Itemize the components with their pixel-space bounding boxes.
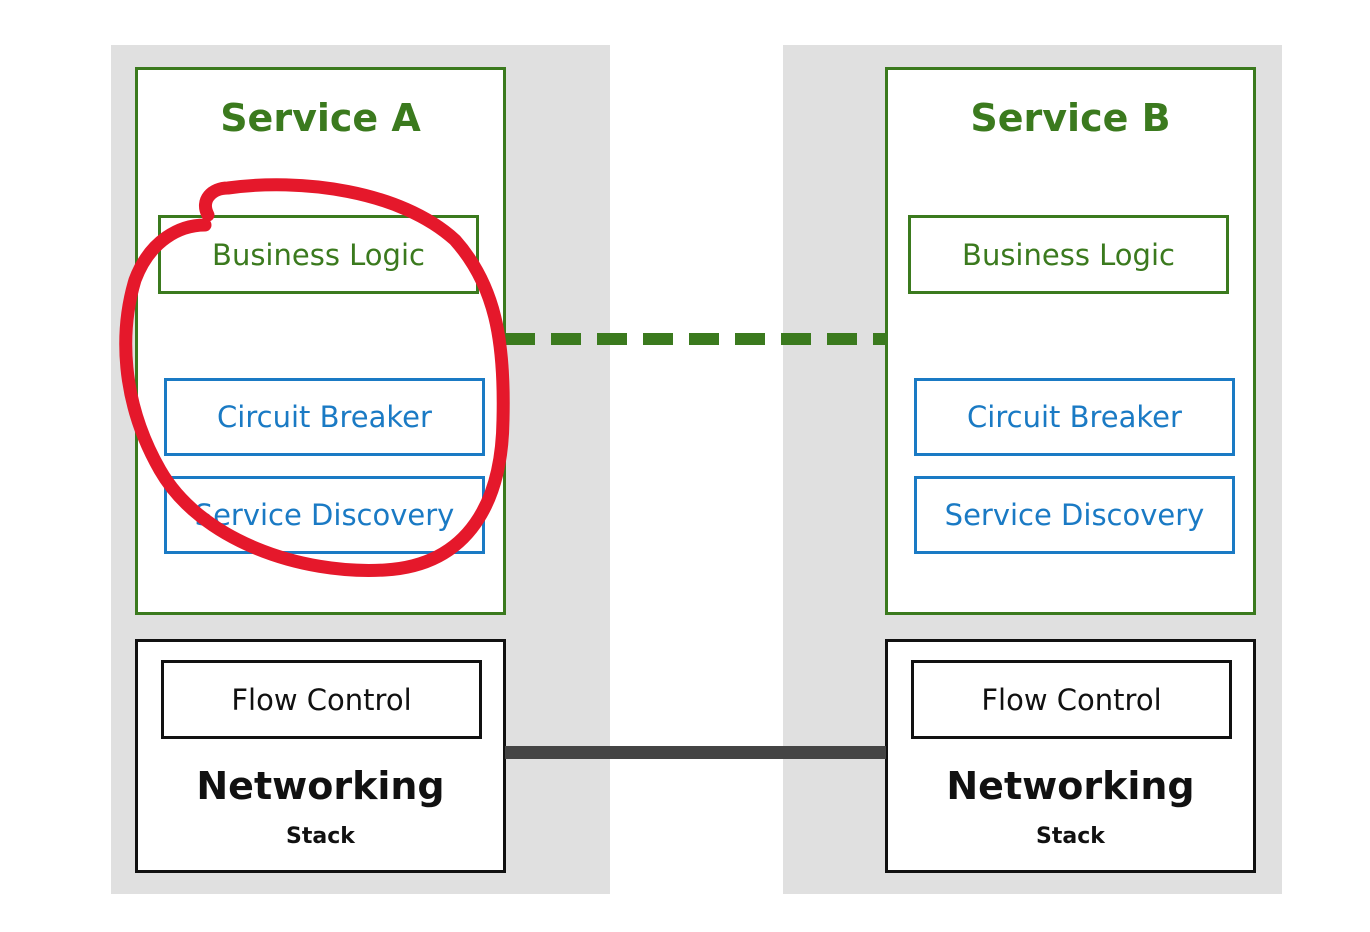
service-b-circuit-breaker: Circuit Breaker [914,378,1235,456]
flow-control-b: Flow Control [911,660,1232,739]
networking-a-label: Networking [196,764,445,808]
networking-b-label: Networking [946,764,1195,808]
service-b-business-logic: Business Logic [908,215,1229,294]
service-a-service-discovery: Service Discovery [164,476,485,554]
stack-a-label: Stack [286,824,355,849]
stack-b-label: Stack [1036,824,1105,849]
service-a-title: Service A [220,96,421,140]
flow-control-a: Flow Control [161,660,482,739]
service-b-title: Service B [970,96,1171,140]
service-a-business-logic: Business Logic [158,215,479,294]
service-a-circuit-breaker: Circuit Breaker [164,378,485,456]
service-b-service-discovery: Service Discovery [914,476,1235,554]
logical-connection-dashed-line [505,333,885,345]
network-connection-line [505,746,886,759]
